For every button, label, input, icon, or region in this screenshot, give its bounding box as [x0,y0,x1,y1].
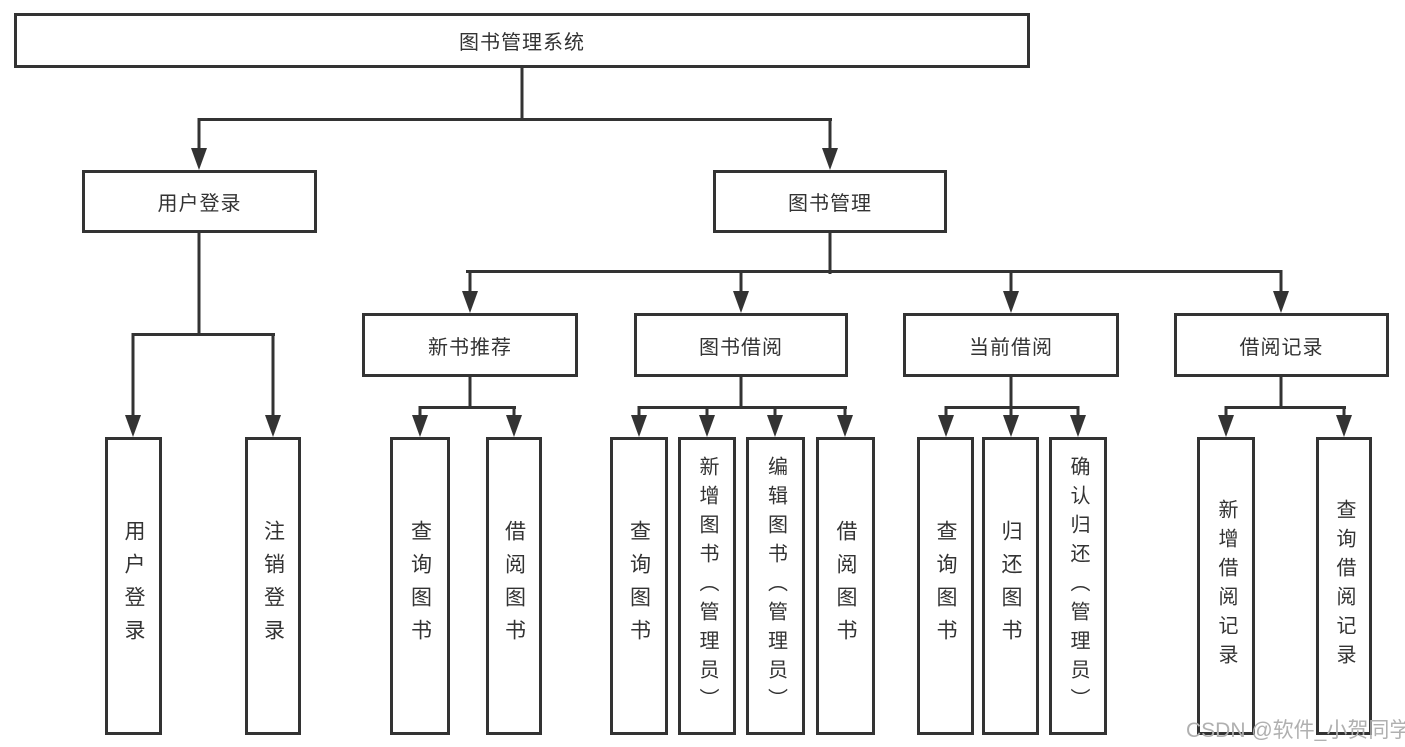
csdn-watermark: CSDN @软件_小贺同学 [1186,719,1405,742]
connector-drop-current-borrow [1009,270,1013,293]
node-book-borrow: 图书借阅 [634,313,848,377]
connector-hline [419,406,516,409]
connector-drop-leaf [843,406,847,418]
arrow-down-icon [125,415,141,437]
arrow-down-icon [837,415,853,437]
arrow-down-icon [1218,415,1234,437]
connector-stem [1009,377,1013,409]
node-library-system: 图书管理系统 [14,13,1030,68]
leaf-confirm-return-admin: 确认归还（管理员） [1049,437,1107,735]
connector-drop-leaf [1009,406,1013,418]
connector-drop-leaf [773,406,777,418]
connector-stem [468,377,472,409]
connector-root-hline [198,118,832,121]
arrow-down-icon [265,415,281,437]
node-book-management: 图书管理 [713,170,947,233]
connector-drop-leaf [1076,406,1080,418]
node-new-book-recommend: 新书推荐 [362,313,578,377]
connector-drop-leaf [512,406,516,418]
arrow-down-icon [631,415,647,437]
arrow-down-icon [412,415,428,437]
connector-drop-leaf [271,333,275,417]
arrow-down-icon [1003,415,1019,437]
arrow-down-icon [1273,291,1289,313]
arrow-down-icon [699,415,715,437]
arrow-down-icon [822,148,838,170]
connector-hline [1225,406,1346,409]
node-borrow-records: 借阅记录 [1174,313,1389,377]
leaf-borrow-books: 借阅图书 [816,437,875,735]
arrow-down-icon [506,415,522,437]
connector-root-stem [520,68,524,120]
connector-hline [638,406,847,409]
node-current-borrow: 当前借阅 [903,313,1119,377]
leaf-borrow-books-recommend: 借阅图书 [486,437,542,735]
connector-stem [1279,377,1283,409]
arrow-down-icon [938,415,954,437]
arrow-down-icon [462,291,478,313]
arrow-down-icon [733,291,749,313]
arrow-down-icon [191,148,207,170]
arrow-down-icon [1070,415,1086,437]
leaf-user-login: 用户登录 [105,437,162,735]
leaf-query-books-current: 查询图书 [917,437,974,735]
connector-drop-leaf [1342,406,1346,418]
leaf-query-books-borrow: 查询图书 [610,437,668,735]
connector-stem [739,377,743,409]
node-user-login: 用户登录 [82,170,317,233]
leaf-add-books-admin: 新增图书（管理员） [678,437,736,735]
leaf-query-books-recommend: 查询图书 [390,437,450,735]
connector-drop-leaf [944,406,948,418]
connector-drop-borrow-records [1279,270,1283,293]
connector-drop-user-login [197,118,201,150]
connector-user-login-stem [197,233,201,336]
connector-drop-new-book [468,270,472,293]
connector-drop-leaf [131,333,135,417]
connector-book-mgmt-stem [828,233,832,274]
leaf-query-borrow-record: 查询借阅记录 [1316,437,1372,735]
connector-drop-leaf [705,406,709,418]
connector-drop-leaf [637,406,641,418]
arrow-down-icon [1336,415,1352,437]
leaf-return-books: 归还图书 [982,437,1039,735]
connector-drop-book-borrow [739,270,743,293]
leaf-add-borrow-record: 新增借阅记录 [1197,437,1255,735]
connector-book-mgmt-hline [466,270,1282,273]
leaf-logout: 注销登录 [245,437,301,735]
leaf-edit-books-admin: 编辑图书（管理员） [746,437,805,735]
connector-drop-leaf [1224,406,1228,418]
connector-drop-book-management [828,118,832,150]
connector-drop-leaf [418,406,422,418]
arrow-down-icon [1003,291,1019,313]
connector-user-login-hline [132,333,275,336]
arrow-down-icon [767,415,783,437]
